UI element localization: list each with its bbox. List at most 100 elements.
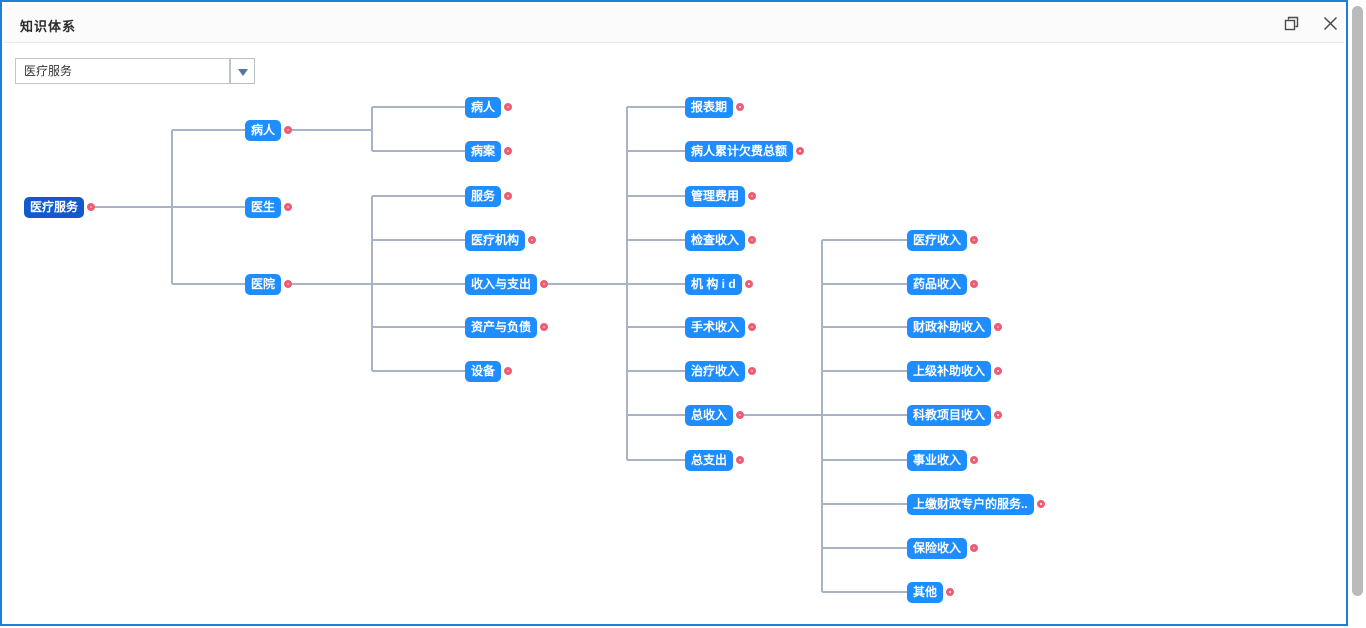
tree-node[interactable]: 总支出 xyxy=(685,449,745,471)
node-marker[interactable] xyxy=(796,147,805,155)
node-marker[interactable] xyxy=(744,280,753,288)
tree-node-label[interactable]: 保险收入 xyxy=(907,537,968,559)
tree-node-label[interactable]: 财政补助收入 xyxy=(907,316,992,338)
tree-node-label[interactable]: 治疗收入 xyxy=(685,360,746,382)
tree-node[interactable]: 治疗收入 xyxy=(685,360,757,382)
node-marker[interactable] xyxy=(736,456,745,464)
node-marker[interactable] xyxy=(946,588,955,596)
tree-node[interactable]: 病案 xyxy=(465,140,513,162)
tree-node[interactable]: 管理费用 xyxy=(685,185,757,207)
tree-node[interactable]: 其他 xyxy=(907,581,955,603)
node-marker[interactable] xyxy=(736,103,745,111)
node-marker[interactable] xyxy=(736,411,745,419)
restore-window-button[interactable] xyxy=(1282,16,1300,34)
tree-node[interactable]: 检查收入 xyxy=(685,229,757,251)
node-marker[interactable] xyxy=(994,367,1003,375)
node-marker[interactable] xyxy=(504,147,513,155)
tree-node[interactable]: 保险收入 xyxy=(907,537,979,559)
tree-node[interactable]: 收入与支出 xyxy=(465,273,549,295)
tree-node[interactable]: 上级补助收入 xyxy=(907,360,1003,382)
node-marker[interactable] xyxy=(748,323,757,331)
node-marker[interactable] xyxy=(87,203,96,211)
tree-node-label[interactable]: 管理费用 xyxy=(685,185,746,207)
tree-node[interactable]: 上缴财政专户的服务.. xyxy=(907,493,1045,515)
tree-node[interactable]: 医疗收入 xyxy=(907,229,979,251)
tree-node-label[interactable]: 资产与负债 xyxy=(465,316,538,338)
node-marker[interactable] xyxy=(970,544,979,552)
node-marker[interactable] xyxy=(748,236,757,244)
node-marker[interactable] xyxy=(748,367,757,375)
tree-node[interactable]: 财政补助收入 xyxy=(907,316,1003,338)
scrollbar-track[interactable] xyxy=(1348,0,1366,626)
node-marker[interactable] xyxy=(284,126,293,134)
dropdown-value: 医疗服务 xyxy=(24,64,73,78)
tree-node-label[interactable]: 医疗收入 xyxy=(907,229,968,251)
tree-node-label[interactable]: 检查收入 xyxy=(685,229,746,251)
node-marker[interactable] xyxy=(970,236,979,244)
dropdown-arrow-button[interactable] xyxy=(230,58,255,84)
tree-node[interactable]: 医疗机构 xyxy=(465,229,537,251)
tree-node-label[interactable]: 医疗机构 xyxy=(465,229,526,251)
node-marker[interactable] xyxy=(970,280,979,288)
tree-node-label[interactable]: 其他 xyxy=(907,581,944,603)
tree-node-label[interactable]: 病人 xyxy=(465,96,502,118)
tree-node[interactable]: 机 构 i d xyxy=(685,273,753,295)
tree-node-label[interactable]: 手术收入 xyxy=(685,316,746,338)
tree-node[interactable]: 报表期 xyxy=(685,96,745,118)
close-button[interactable] xyxy=(1321,16,1339,34)
tree-node[interactable]: 事业收入 xyxy=(907,449,979,471)
tree-node[interactable]: 服务 xyxy=(465,185,513,207)
tree-node-label[interactable]: 机 构 i d xyxy=(685,273,742,295)
scrollbar-thumb[interactable] xyxy=(1352,6,1363,596)
node-marker[interactable] xyxy=(540,323,549,331)
tree-node-label[interactable]: 药品收入 xyxy=(907,273,968,295)
tree-node-label[interactable]: 上级补助收入 xyxy=(907,360,992,382)
tree-node-label[interactable]: 总收入 xyxy=(685,404,734,426)
chevron-down-icon xyxy=(238,69,248,76)
tree-node-label[interactable]: 科教项目收入 xyxy=(907,404,992,426)
node-marker[interactable] xyxy=(994,411,1003,419)
node-marker[interactable] xyxy=(528,236,537,244)
node-marker[interactable] xyxy=(504,192,513,200)
tree-node[interactable]: 病人 xyxy=(465,96,513,118)
node-marker[interactable] xyxy=(504,103,513,111)
close-icon xyxy=(1323,16,1338,34)
tree-node-label[interactable]: 收入与支出 xyxy=(465,273,538,295)
tree-node-label[interactable]: 上缴财政专户的服务.. xyxy=(907,493,1034,515)
tree-node[interactable]: 手术收入 xyxy=(685,316,757,338)
node-marker[interactable] xyxy=(1036,500,1045,508)
tree-node-label[interactable]: 医疗服务 xyxy=(24,196,85,218)
tree-node-label[interactable]: 医院 xyxy=(245,273,282,295)
tree-node-label[interactable]: 总支出 xyxy=(685,449,734,471)
node-marker[interactable] xyxy=(284,203,293,211)
restore-icon xyxy=(1284,16,1299,34)
node-marker[interactable] xyxy=(504,367,513,375)
tree-node-label[interactable]: 病人 xyxy=(245,119,282,141)
tree-node-label[interactable]: 病案 xyxy=(465,140,502,162)
tree-node-label[interactable]: 服务 xyxy=(465,185,502,207)
tree-node[interactable]: 设备 xyxy=(465,360,513,382)
tree-node-label[interactable]: 医生 xyxy=(245,196,282,218)
tree-node[interactable]: 资产与负债 xyxy=(465,316,549,338)
tree-node[interactable]: 总收入 xyxy=(685,404,745,426)
tree-node[interactable]: 科教项目收入 xyxy=(907,404,1003,426)
tree-node[interactable]: 医院 xyxy=(245,273,293,295)
tree-node-label[interactable]: 报表期 xyxy=(685,96,734,118)
tree-node[interactable]: 医生 xyxy=(245,196,293,218)
node-marker[interactable] xyxy=(284,280,293,288)
tree-node-label[interactable]: 事业收入 xyxy=(907,449,968,471)
tree-node[interactable]: 医疗服务 xyxy=(24,196,96,218)
node-marker[interactable] xyxy=(970,456,979,464)
node-marker[interactable] xyxy=(748,192,757,200)
tree-node-label[interactable]: 病人累计欠费总额 xyxy=(685,140,794,162)
tree-node[interactable]: 病人 xyxy=(245,119,293,141)
category-dropdown[interactable]: 医疗服务 xyxy=(15,58,230,84)
tree-node-label[interactable]: 设备 xyxy=(465,360,502,382)
node-marker[interactable] xyxy=(994,323,1003,331)
tree-node[interactable]: 药品收入 xyxy=(907,273,979,295)
tree-node[interactable]: 病人累计欠费总额 xyxy=(685,140,805,162)
node-marker[interactable] xyxy=(540,280,549,288)
